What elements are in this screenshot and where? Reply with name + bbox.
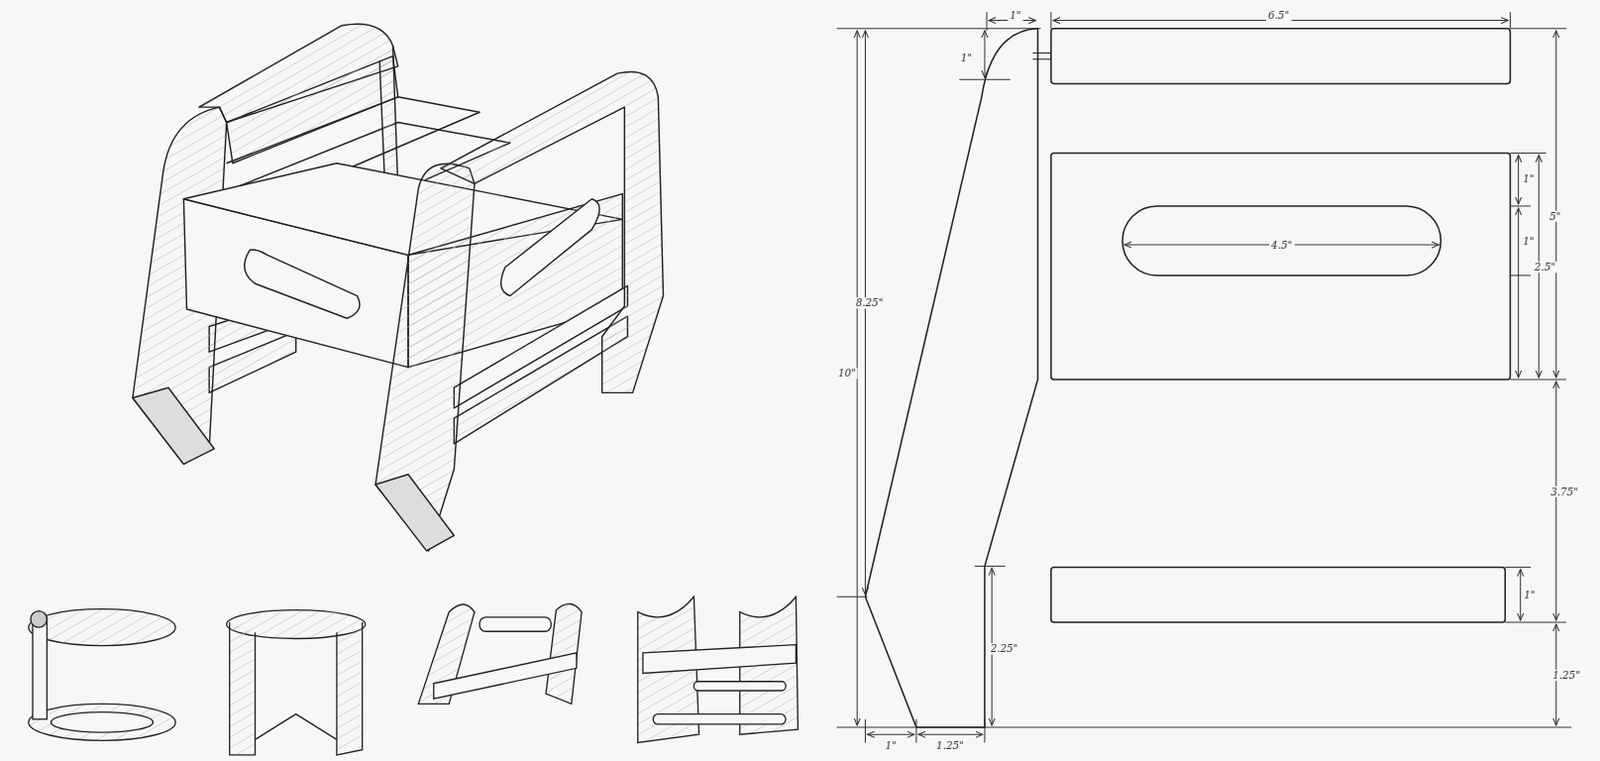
- drawing-stroke: [642, 644, 797, 674]
- drawing-stroke: [440, 71, 664, 393]
- drawing-stroke: [28, 703, 176, 741]
- drawing-stroke: [199, 23, 399, 122]
- drawing-stroke: [28, 609, 176, 646]
- drawing-stroke: [864, 28, 1510, 728]
- drawing-stroke: [501, 199, 600, 297]
- height-dimension: 5": [1547, 211, 1563, 222]
- height-dimension: 2.25": [988, 642, 1021, 654]
- height-dimension: 8.25": [853, 297, 886, 309]
- drawing-stroke: [983, 719, 985, 744]
- drawing-stroke: [864, 30, 866, 595]
- drawing-stroke: [1519, 568, 1521, 620]
- drawing-stroke: [837, 596, 868, 598]
- drawing-stroke: [433, 652, 577, 699]
- drawing-stroke: [255, 714, 337, 741]
- drawing-stroke: [652, 714, 786, 725]
- drawing-stroke: [132, 387, 214, 464]
- drawing-stroke: [479, 617, 551, 632]
- drawing-stroke: [1509, 205, 1531, 207]
- height-dimension: 1": [1520, 234, 1536, 246]
- drawing-stroke: [1509, 274, 1531, 276]
- width-dimension: 4.5": [1269, 238, 1294, 250]
- drawing-stroke: [1555, 30, 1557, 378]
- drawing-stroke: [375, 163, 475, 551]
- height-dimension: 1": [1521, 589, 1537, 601]
- drawing-stroke: [1509, 11, 1511, 28]
- drawing-stroke: [1509, 152, 1546, 154]
- drawing-stroke: [1032, 53, 1052, 60]
- drawing-stroke: [974, 565, 1006, 567]
- drawing-stroke: [1517, 154, 1519, 204]
- drawing-stroke: [30, 611, 47, 628]
- width-dimension: 1.25": [934, 740, 966, 751]
- drawing-stroke: [1517, 208, 1519, 378]
- width-dimension: 1": [1007, 9, 1023, 21]
- drawing-stroke: [693, 681, 786, 691]
- drawing-stroke: [1051, 152, 1510, 380]
- drawing-stroke: [244, 249, 360, 319]
- drawing-stroke: [1509, 27, 1567, 29]
- drawing-stroke: [1122, 206, 1441, 276]
- drawing-stroke: [918, 734, 983, 736]
- drawing-stroke: [1555, 381, 1557, 621]
- drawing-stroke: [375, 474, 454, 551]
- drawing-stroke: [132, 23, 664, 551]
- drawing-stroke: [837, 27, 1042, 29]
- height-dimension: 10": [836, 367, 858, 379]
- width-dimension: 6.5": [1266, 9, 1291, 21]
- drawing-stroke: [229, 622, 363, 755]
- drawing-stroke: [1504, 621, 1567, 623]
- drawing-stroke: [28, 596, 799, 755]
- drawing-stroke: [867, 734, 915, 736]
- drawing-stroke: [837, 727, 1573, 729]
- height-dimension: 3.75": [1548, 486, 1581, 498]
- drawing-stroke: [51, 712, 154, 734]
- drawing-stroke: [837, 11, 1573, 743]
- height-dimension: 1": [1520, 173, 1536, 185]
- drawing-stroke: [983, 30, 985, 78]
- drawing-stroke: [1050, 11, 1052, 28]
- drawing-stroke: [209, 331, 297, 394]
- drawing-stroke: [32, 617, 47, 720]
- drawing-stroke: [1509, 378, 1567, 380]
- drawing-stroke: [864, 719, 866, 744]
- drawing-stroke: [985, 11, 987, 31]
- drawing-stroke: [1051, 28, 1510, 85]
- drawing-stroke: [1051, 566, 1505, 623]
- height-dimension: 1": [959, 52, 974, 64]
- height-dimension: 1.25": [1550, 669, 1583, 681]
- drawing-stroke: [915, 719, 917, 744]
- drawing-stroke: [959, 79, 1011, 81]
- height-dimension: 2.5": [1532, 261, 1558, 273]
- width-dimension: 1": [882, 740, 898, 751]
- drawing-stroke: [864, 28, 1038, 728]
- drawing-stroke: [1504, 566, 1531, 568]
